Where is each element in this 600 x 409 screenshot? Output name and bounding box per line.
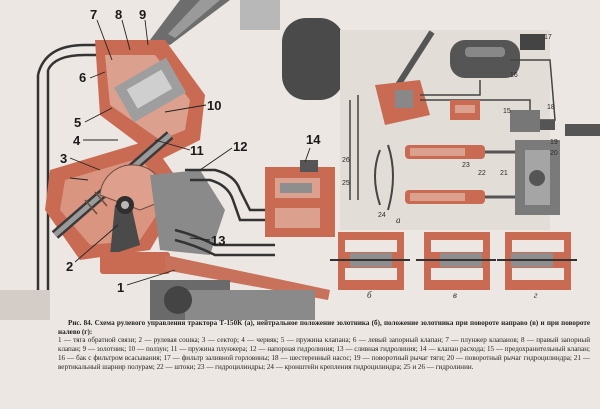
feedback-rod-end: [100, 252, 170, 274]
pressure-line-12: [185, 168, 275, 212]
view-letter-g: г: [534, 290, 538, 300]
spool-diagram-g: [497, 232, 577, 290]
callout-22: 22: [478, 170, 486, 177]
callout-7: 7: [90, 7, 98, 22]
drain-line-13: [174, 228, 275, 247]
callout-20: 20: [550, 150, 558, 157]
callout-16: 16: [510, 72, 518, 79]
view-letter-a: а: [396, 215, 401, 225]
callout-25: 25: [342, 180, 350, 187]
callout-18: 18: [547, 104, 555, 111]
view-b-drawing: [340, 30, 600, 230]
callout-9: 9: [139, 7, 147, 22]
caption-title: Рис. 84. Схема рулевого управления тракт…: [58, 319, 590, 336]
callout-14: 14: [306, 132, 321, 147]
spool-diagram-b: [330, 232, 410, 290]
callout-8: 8: [115, 7, 123, 22]
callout-11: 11: [190, 143, 204, 158]
feedback-rod: [165, 255, 330, 300]
callout-19: 19: [550, 139, 558, 146]
callout-13: 13: [211, 233, 226, 248]
callout-5: 5: [74, 115, 82, 130]
callout-4: 4: [73, 133, 81, 148]
callout-15: 15: [503, 108, 511, 115]
callout-3: 3: [60, 151, 68, 166]
callout-26: 26: [342, 157, 350, 164]
return-pipe-left: [36, 70, 50, 300]
callout-17: 17: [544, 34, 552, 41]
leader-lines: [69, 19, 311, 286]
callout-2: 2: [66, 259, 74, 274]
caption-legend: 1 — тяга обратной связи; 2 — рулевая сош…: [58, 336, 590, 371]
view-letter-b: б: [367, 290, 372, 300]
figure-caption: Рис. 84. Схема рулевого управления тракт…: [58, 319, 590, 407]
pitman-arm: [110, 200, 140, 255]
gear-pump: [510, 110, 540, 132]
view-letter-v: в: [453, 290, 457, 300]
callout-6: 6: [79, 70, 87, 85]
callout-21: 21: [500, 170, 508, 177]
view-a-drawing: [0, 0, 344, 320]
callout-23: 23: [462, 162, 470, 169]
callout-10: 10: [207, 98, 222, 113]
callout-12: 12: [233, 139, 248, 154]
upper-right-housing: [282, 18, 344, 100]
spool-diagram-v: [416, 232, 496, 290]
filler-filter: [520, 34, 545, 50]
callout-1: 1: [117, 280, 125, 295]
callout-24: 24: [378, 212, 386, 219]
